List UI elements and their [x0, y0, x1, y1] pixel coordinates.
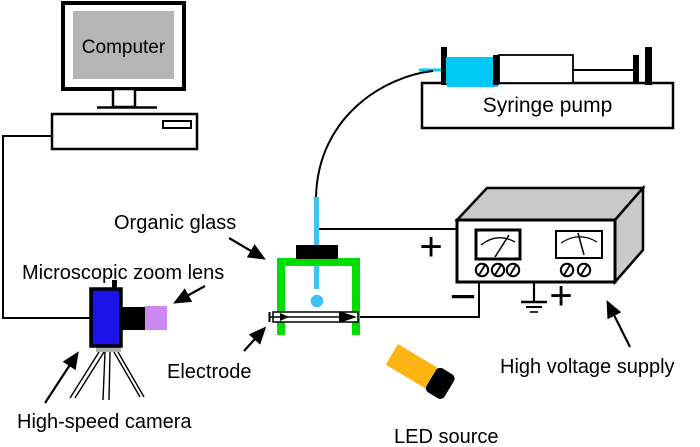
glass-frame-top [277, 258, 360, 266]
organic-glass-arrow [228, 237, 266, 260]
camera-body [89, 287, 123, 348]
monitor-screen [73, 11, 174, 79]
organic-glass-label: Organic glass [114, 212, 237, 234]
electrode-arrowhead-large [339, 311, 357, 323]
microscopic-zoom-lens-label: Microscopic zoom lens [22, 262, 225, 284]
glass-frame-right-leg [352, 258, 360, 335]
high-voltage-supply-arrow [606, 300, 631, 348]
glass-frame-left-leg [277, 258, 285, 335]
camera-top-knob [112, 280, 117, 288]
led-source-label: LED source [394, 426, 499, 447]
electrode-label-arrow [243, 326, 267, 352]
computer-tower [50, 112, 199, 151]
led-flashlight-icon [385, 344, 455, 399]
droplet [310, 294, 324, 308]
supply-top-face [454, 186, 646, 222]
tripod-icon [69, 351, 145, 401]
microscopic-zoom-lens [145, 306, 167, 330]
monitor-stand [111, 87, 137, 109]
syringe-plunger-seal [493, 55, 499, 85]
analog-meter-left [474, 228, 522, 261]
plunger-end [633, 55, 639, 83]
computer-label: Computer [81, 37, 166, 58]
electrode-label: Electrode [167, 361, 252, 383]
syringe-pump-label: Syringe pump [482, 94, 613, 117]
supply-knobs [474, 262, 592, 278]
minus-symbol-terminal: − [449, 270, 477, 322]
syringe-fluid-shadow [447, 84, 498, 87]
plus-symbol-needle-wire: + [419, 225, 443, 269]
syringe-flange [441, 47, 447, 85]
analog-meter-right [555, 230, 603, 259]
feed-tube-curve [315, 70, 434, 198]
ground-icon [521, 282, 547, 313]
high-speed-camera-label: High-speed camera [17, 411, 192, 433]
pump-pusher-block [645, 47, 652, 85]
electrode-arrowhead-small [280, 313, 289, 321]
high-speed-camera-arrow [44, 351, 79, 404]
syringe-fluid [446, 57, 493, 84]
lens-tube [122, 307, 145, 330]
plus-symbol-terminal: + [549, 274, 573, 318]
electrode-supply-wire [357, 281, 480, 318]
computer-camera-wire [2, 135, 91, 319]
syringe-barrel [498, 54, 574, 84]
camera-mount-plate [96, 345, 121, 352]
zoom-lens-arrow [173, 285, 206, 304]
pump-base [420, 81, 675, 130]
tower-drive-slot [162, 120, 192, 129]
high-voltage-supply-label: High voltage supply [500, 356, 675, 378]
needle-holder-cap [296, 245, 338, 259]
